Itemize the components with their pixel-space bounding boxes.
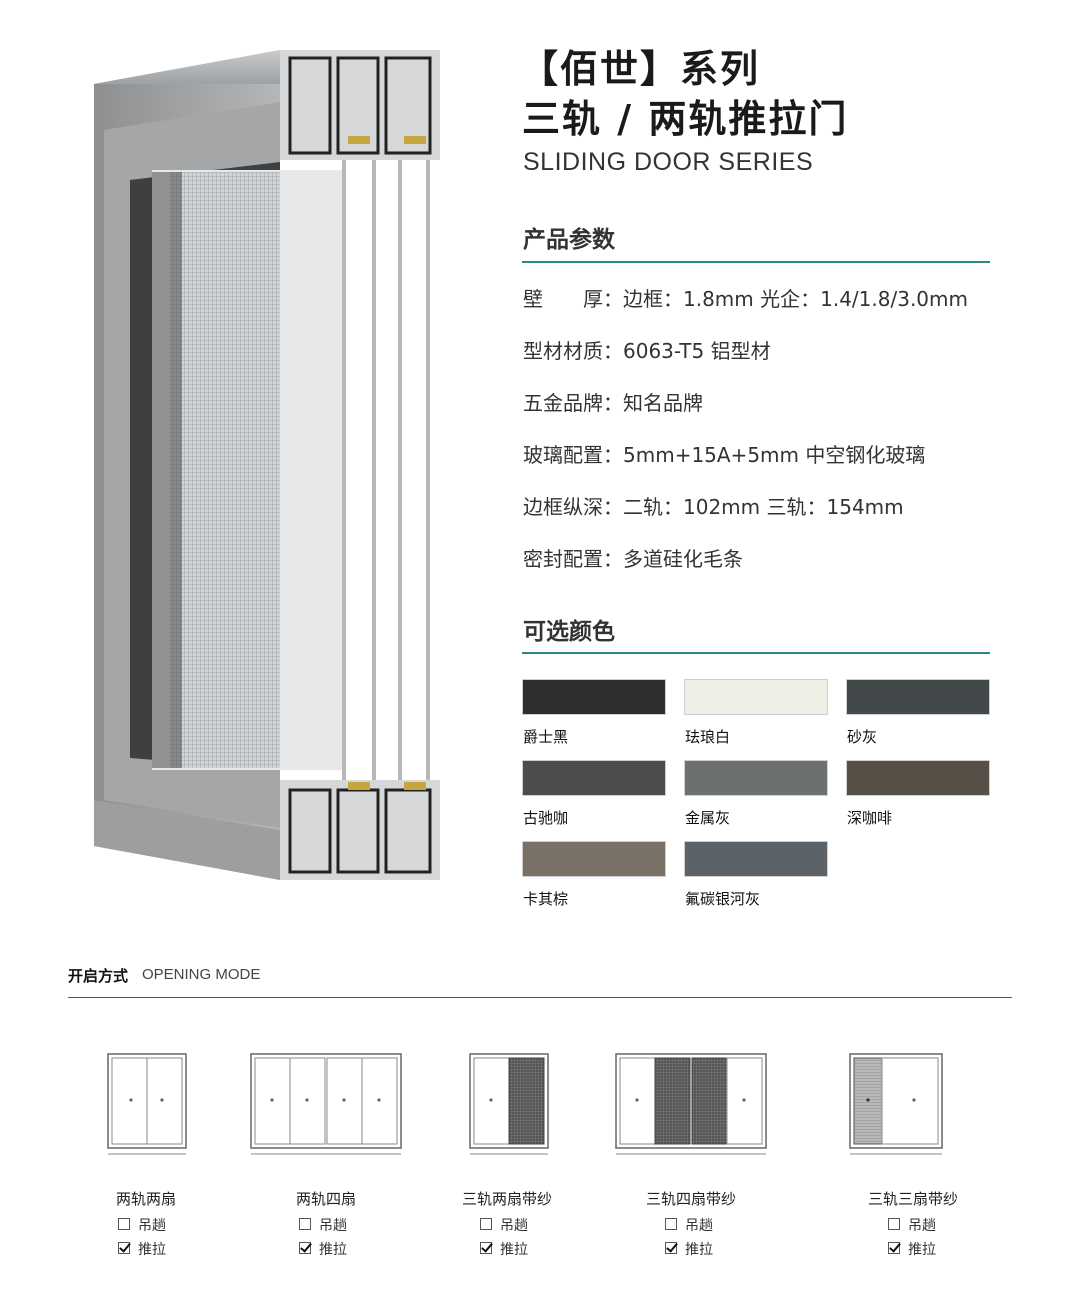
- hanging-checkbox[interactable]: [888, 1218, 900, 1230]
- color-swatch: [522, 679, 666, 715]
- spec-value: 知名品牌: [623, 391, 703, 415]
- spec-value: 二轨：102mm 三轨：154mm: [623, 495, 904, 519]
- color-swatch: [522, 760, 666, 796]
- spec-row-seal: 密封配置：多道硅化毛条: [523, 543, 743, 572]
- hanging-label: 吊趟: [685, 1218, 713, 1234]
- sliding-checkbox[interactable]: [665, 1242, 677, 1254]
- three-track-two-panel-screen-diagram: [469, 1053, 549, 1155]
- params-divider: [522, 261, 990, 263]
- product-title: 三轨 / 两轨推拉门: [522, 97, 849, 141]
- spec-value: 边框：1.8mm 光企：1.4/1.8/3.0mm: [623, 287, 968, 311]
- hanging-checkbox[interactable]: [118, 1218, 130, 1230]
- spec-row-hardware: 五金品牌：知名品牌: [523, 387, 703, 416]
- color-swatch: [684, 760, 828, 796]
- opening-mode-divider: [68, 997, 1012, 998]
- colors-heading: 可选颜色: [523, 619, 615, 645]
- color-name: 卡其棕: [523, 890, 569, 908]
- spec-row-depth: 边框纵深：二轨：102mm 三轨：154mm: [523, 491, 904, 520]
- color-swatch: [846, 679, 990, 715]
- two-track-four-panel-diagram: [250, 1053, 402, 1155]
- color-name: 深咖啡: [847, 809, 893, 827]
- spec-row-thickness: 壁 厚：边框：1.8mm 光企：1.4/1.8/3.0mm: [523, 283, 968, 312]
- color-swatch: [684, 841, 828, 877]
- color-name: 珐琅白: [685, 728, 731, 746]
- sliding-label: 推拉: [685, 1242, 713, 1258]
- opening-mode-english: OPENING MODE: [142, 966, 261, 983]
- three-track-three-panel-screen-diagram: [849, 1053, 943, 1155]
- color-swatch: [522, 841, 666, 877]
- sliding-checkbox[interactable]: [299, 1242, 311, 1254]
- spec-label: 密封配置: [523, 547, 603, 571]
- mode-name: 三轨三扇带纱: [868, 1190, 959, 1208]
- sliding-label: 推拉: [908, 1242, 936, 1258]
- hanging-label: 吊趟: [319, 1218, 347, 1234]
- spec-value: 5mm+15A+5mm 中空钢化玻璃: [623, 443, 926, 467]
- hanging-label: 吊趟: [500, 1218, 528, 1234]
- sliding-checkbox[interactable]: [888, 1242, 900, 1254]
- mode-name: 三轨两扇带纱: [462, 1190, 553, 1208]
- hanging-checkbox[interactable]: [480, 1218, 492, 1230]
- color-swatch: [684, 679, 828, 715]
- english-subtitle: SLIDING DOOR SERIES: [523, 148, 814, 176]
- spec-label: 壁 厚: [523, 287, 603, 311]
- spec-label: 玻璃配置: [523, 443, 603, 467]
- mode-name: 两轨两扇: [116, 1190, 177, 1208]
- hanging-checkbox[interactable]: [665, 1218, 677, 1230]
- sliding-label: 推拉: [138, 1242, 166, 1258]
- color-name: 金属灰: [685, 809, 731, 827]
- sliding-label: 推拉: [319, 1242, 347, 1258]
- two-track-two-panel-diagram: [107, 1053, 187, 1155]
- mode-name: 两轨四扇: [296, 1190, 357, 1208]
- color-name: 古驰咖: [523, 809, 569, 827]
- spec-label: 型材材质: [523, 339, 603, 363]
- hanging-checkbox[interactable]: [299, 1218, 311, 1230]
- colors-divider: [522, 652, 990, 654]
- spec-value: 6063-T5 铝型材: [623, 339, 771, 363]
- params-heading: 产品参数: [523, 227, 615, 253]
- series-title: 【佰世】系列: [520, 47, 761, 91]
- hanging-label: 吊趟: [908, 1218, 936, 1234]
- hanging-label: 吊趟: [138, 1218, 166, 1234]
- color-name: 爵士黑: [523, 728, 569, 746]
- sliding-label: 推拉: [500, 1242, 528, 1258]
- sliding-checkbox[interactable]: [480, 1242, 492, 1254]
- color-swatch: [846, 760, 990, 796]
- three-track-four-panel-screen-diagram: [615, 1053, 767, 1155]
- spec-value: 多道硅化毛条: [623, 547, 743, 571]
- mode-name: 三轨四扇带纱: [646, 1190, 737, 1208]
- sliding-checkbox[interactable]: [118, 1242, 130, 1254]
- color-name: 砂灰: [847, 728, 878, 746]
- opening-mode-title: 开启方式: [68, 967, 129, 985]
- spec-row-material: 型材材质：6063-T5 铝型材: [523, 335, 771, 364]
- spec-row-glass: 玻璃配置：5mm+15A+5mm 中空钢化玻璃: [523, 439, 925, 468]
- color-name: 氟碳银河灰: [685, 890, 761, 908]
- sliding-door-illustration: [94, 50, 440, 880]
- spec-label: 五金品牌: [523, 391, 603, 415]
- spec-label: 边框纵深: [523, 495, 603, 519]
